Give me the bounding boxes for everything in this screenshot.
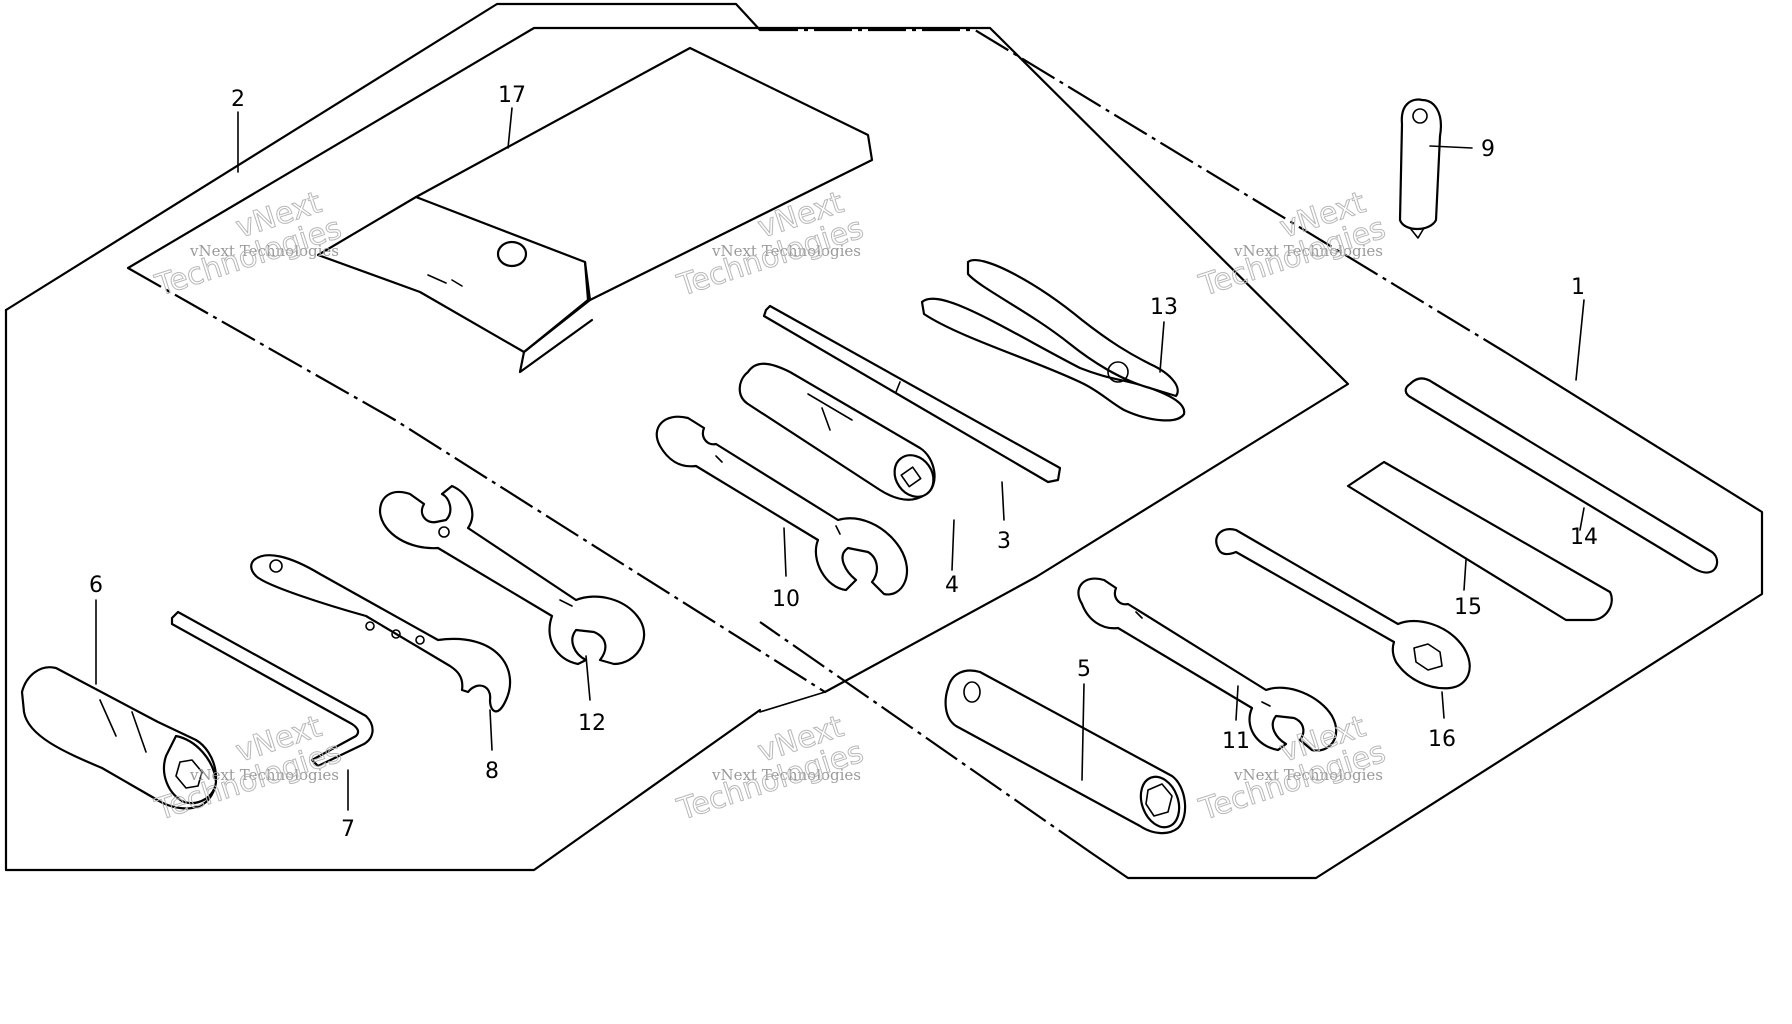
callout-11: 11: [1222, 729, 1250, 754]
rod-item-14: [1404, 377, 1719, 574]
callout-12: 12: [578, 711, 606, 736]
callout-6: 6: [89, 573, 103, 598]
svg-text:vNext Technologies: vNext Technologies: [711, 766, 861, 784]
svg-text:vNext Technologies: vNext Technologies: [711, 242, 861, 260]
screwdriver-handle-item-4: [738, 362, 936, 501]
socket-tube-item-5: [944, 669, 1187, 835]
callout-1: 1: [1571, 275, 1585, 300]
handle-item-9: [1398, 98, 1442, 239]
callout-9: 9: [1481, 137, 1495, 162]
flat-bar-item-15: [1346, 460, 1613, 622]
callout-10: 10: [772, 587, 800, 612]
callout-numbers: 1 2 3 4 5 6 7 8 9 10 11 12 13 14 15 16 1…: [89, 83, 1598, 842]
callout-5: 5: [1077, 657, 1091, 682]
wrench-item-12: [378, 484, 646, 666]
callout-2: 2: [231, 87, 245, 112]
tool-bag-flap: [126, 26, 1350, 713]
wrench-item-10: [655, 415, 909, 596]
box-wrench-item-16: [1215, 528, 1471, 690]
wrench-item-11: [1077, 577, 1338, 752]
watermark-bottom-center: vNext vNext Technologies Technologies: [672, 709, 868, 829]
callout-16: 16: [1428, 727, 1456, 752]
callout-4: 4: [945, 573, 959, 598]
svg-text:vNext Technologies: vNext Technologies: [1233, 766, 1383, 784]
callout-15: 15: [1454, 595, 1482, 620]
pliers-item-13: [920, 259, 1186, 422]
callout-8: 8: [485, 759, 499, 784]
callout-3: 3: [997, 529, 1011, 554]
svg-text:vNext Technologies: vNext Technologies: [189, 242, 339, 260]
leader-lines: [95, 107, 1585, 811]
watermark-bottom-right: vNext vNext Technologies Technologies: [1194, 709, 1390, 829]
hex-key-item-7: [170, 610, 374, 768]
pouch-item-17: [316, 46, 874, 374]
svg-text:vNext Technologies: vNext Technologies: [1233, 242, 1383, 260]
watermark-top-right: vNext vNext Technologies Technologies: [1194, 185, 1390, 305]
spark-plug-wrench-item-6: [20, 666, 218, 810]
tool-bag-outline: [4, 2, 1764, 880]
callout-14: 14: [1570, 525, 1598, 550]
screwdriver-item-3: [762, 304, 1062, 484]
callout-17: 17: [498, 83, 526, 108]
watermark-top-left: vNext vNext Technologies Technologies: [150, 185, 346, 305]
svg-text:vNext Technologies: vNext Technologies: [189, 766, 339, 784]
callout-13: 13: [1150, 295, 1178, 320]
callout-7: 7: [341, 817, 355, 842]
spanner-item-8: [250, 554, 512, 713]
